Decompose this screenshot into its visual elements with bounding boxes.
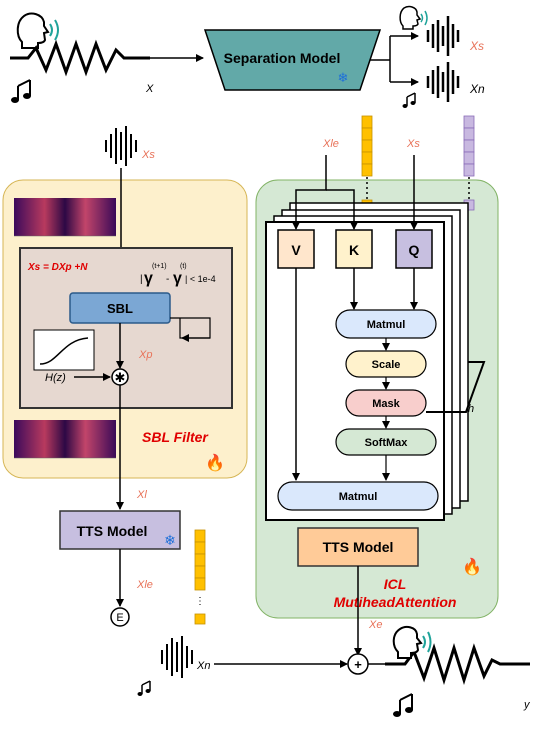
tts-model-left-label: TTS Model <box>77 523 148 539</box>
music-note-icon-xn <box>402 92 416 108</box>
xn-bottom-label: Xn <box>196 660 210 672</box>
input-waveform <box>10 39 150 77</box>
q-block <box>395 229 433 269</box>
svg-text:-: - <box>166 274 169 285</box>
tts-model-right-label: TTS Model <box>323 539 394 555</box>
separation-model-block <box>203 29 382 91</box>
fire-icon-icl: 🔥 <box>462 557 482 576</box>
hz-curve <box>39 337 89 365</box>
speaker-head-icon-top <box>16 12 59 49</box>
svg-text:| < 1e-4: | < 1e-4 <box>185 274 216 284</box>
token-column-left <box>194 529 206 625</box>
softmax-label: SoftMax <box>365 437 409 449</box>
sbl-equation: Xs = DXp +N <box>27 262 88 273</box>
icl-title-line2: MutiheadAttention <box>334 594 457 610</box>
v-label: V <box>291 242 301 258</box>
fire-icon-sbl: 🔥 <box>205 453 225 472</box>
xn-top-label: Xn <box>469 82 485 96</box>
icl-xle-label: Xle <box>322 138 339 150</box>
icl-title-line1: ICL <box>384 576 407 592</box>
end-node <box>110 607 130 627</box>
music-note-icon-top <box>11 79 31 103</box>
separation-model-label: Separation Model <box>224 50 341 66</box>
sbl-block-label: SBL <box>107 301 133 316</box>
xs-waveform-icon <box>426 16 460 56</box>
speaker-head-icon-xs <box>399 5 428 30</box>
music-note-icon-bottom-small <box>137 680 151 696</box>
scale-label: Scale <box>372 359 401 371</box>
matmul-top-label: Matmul <box>367 319 406 331</box>
matmul-bottom-label: Matmul <box>339 491 378 503</box>
speaker-head-icon-output <box>392 625 432 659</box>
xl-label: Xl <box>136 489 147 501</box>
svg-text:✱: ✱ <box>115 370 126 385</box>
convolution-node: ✱ <box>111 368 129 386</box>
sum-node-label: + <box>354 657 362 672</box>
xs-top-label: Xs <box>469 39 484 53</box>
xle-left-label: Xle <box>136 579 153 591</box>
y-output-label: y <box>523 699 531 711</box>
mask-label: Mask <box>372 398 400 410</box>
arrow-xle-to-v <box>292 155 327 230</box>
arrow-xle-to-k <box>326 189 358 230</box>
end-node-label: E <box>116 612 123 624</box>
snowflake-icon-separation: ❄ <box>338 70 349 85</box>
h-label: h <box>468 403 474 415</box>
tts-model-right <box>297 527 419 567</box>
svg-text:γ: γ <box>144 270 153 287</box>
svg-text:(t+1): (t+1) <box>152 263 167 270</box>
x-label: X <box>145 83 154 95</box>
svg-text:|: | <box>140 274 143 285</box>
q-label: Q <box>409 242 420 258</box>
icl-xs-label: Xs <box>406 138 420 150</box>
tts-model-left <box>59 510 181 550</box>
xp-label: Xp <box>138 349 152 361</box>
svg-text:(t): (t) <box>180 263 187 270</box>
token-ellipsis-left: ⋮ <box>195 596 205 607</box>
xn-bottom-waveform <box>161 636 193 678</box>
xn-waveform-icon <box>426 62 460 102</box>
h-head-bracket <box>426 361 486 413</box>
music-note-icon-output <box>393 693 413 717</box>
sbl-xs-input-label: Xs <box>141 149 155 161</box>
k-label: K <box>349 242 359 258</box>
spectrogram-top <box>14 198 116 237</box>
sbl-filter-title: SBL Filter <box>142 429 209 445</box>
hz-label: H(z) <box>45 372 66 384</box>
snowflake-icon-tts: ❄ <box>164 532 176 548</box>
spectrogram-bottom <box>14 420 116 459</box>
xe-label: Xe <box>368 619 382 631</box>
convergence-criterion: | γ (t+1) - γ (t) | < 1e-4 <box>140 263 216 287</box>
svg-text:γ: γ <box>173 270 182 287</box>
xs-input-waveform <box>105 126 137 166</box>
matmul-bottom-block <box>277 481 439 511</box>
